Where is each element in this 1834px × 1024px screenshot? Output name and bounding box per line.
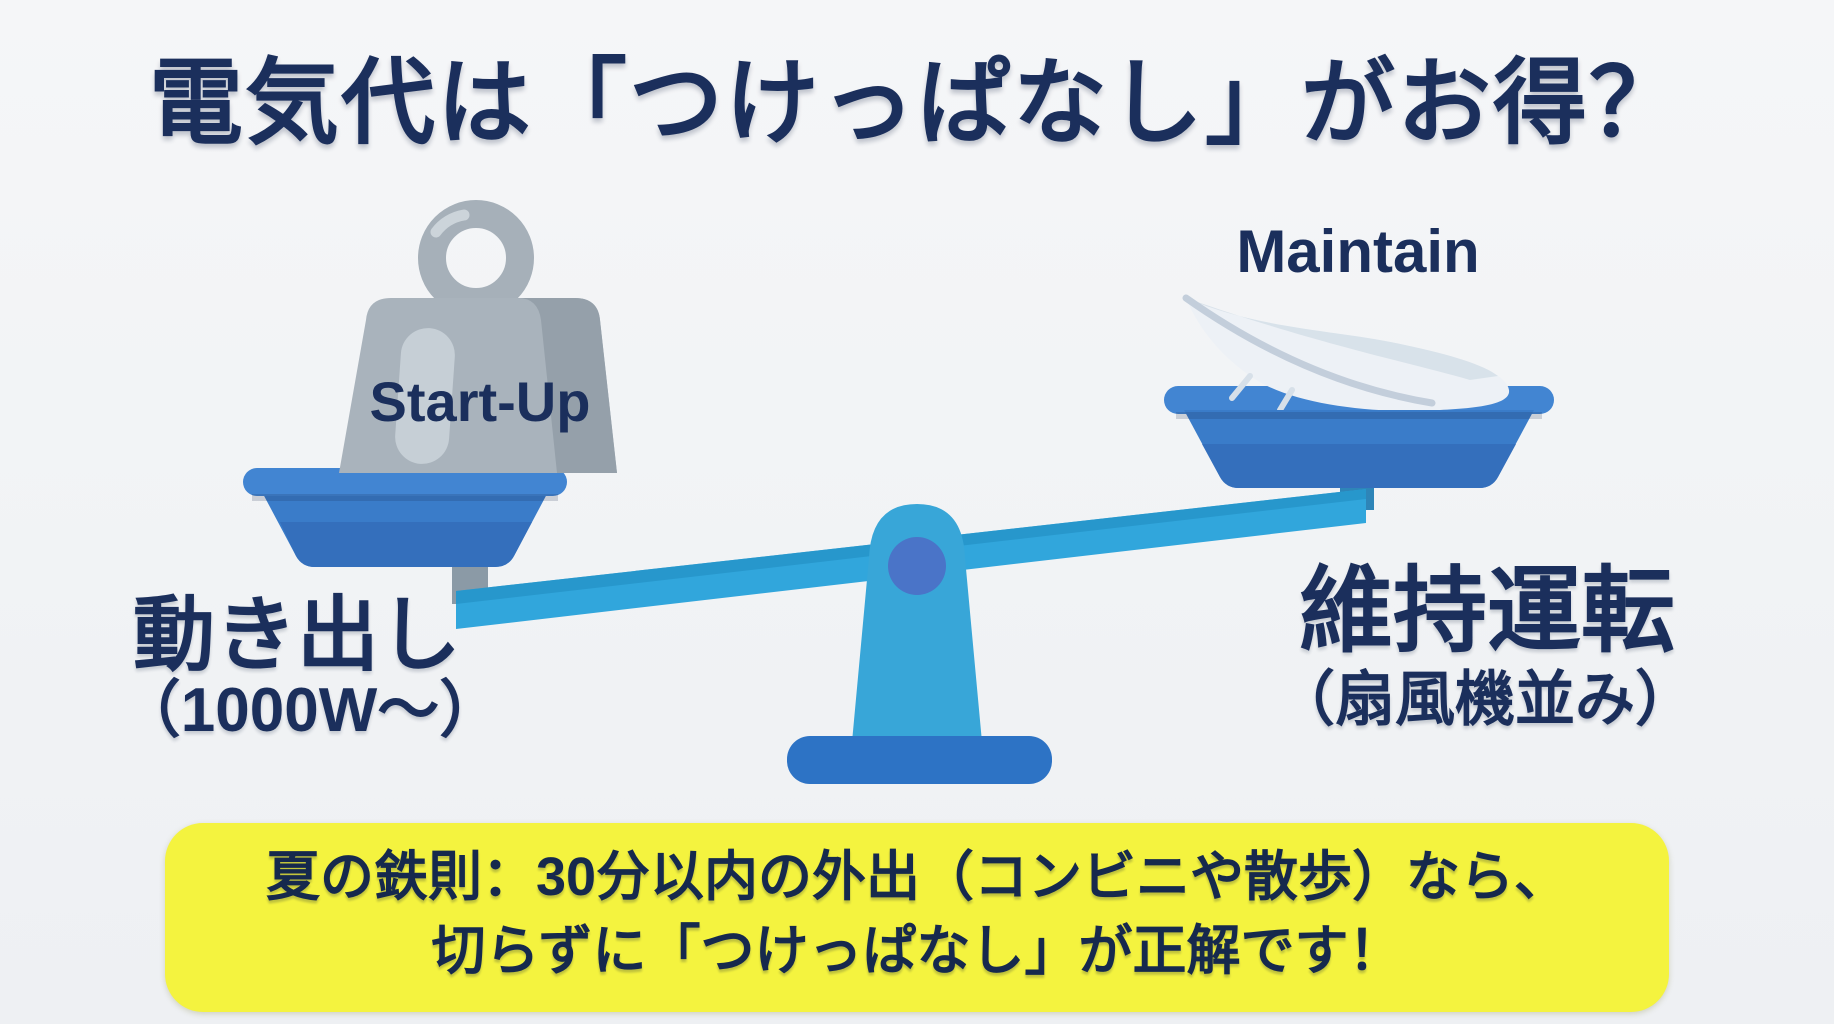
left-caption-line2: （1000W〜） [118,676,502,745]
fulcrum-base [787,736,1052,784]
banner-line1: 夏の鉄則：30分以内の外出（コンビニや散歩）なら、 [265,847,1569,907]
maintain-feather-label: Maintain [1236,218,1480,285]
left-caption-line1: 動き出し [132,590,461,681]
startup-weight-label: Start-Up [369,370,591,433]
summary-banner-text: 夏の鉄則：30分以内の外出（コンビニや散歩）なら、 切らずに「つけっぱなし」が正… [165,840,1669,988]
right-caption-line2: （扇風機並み） [1275,666,1695,733]
left-pan-icon [243,468,567,567]
feather-icon [1182,294,1510,413]
summary-banner: 夏の鉄則：30分以内の外出（コンビニや散歩）なら、 切らずに「つけっぱなし」が正… [165,823,1669,1012]
right-pan-icon [1164,294,1554,488]
pivot-dot [888,537,946,595]
weight-icon [339,200,617,473]
page-title: 電気代は「つけっぱなし」がお得？ [148,50,1685,155]
fulcrum-icon [787,504,1052,784]
banner-line2: 切らずに「つけっぱなし」が正解です！ [431,921,1403,981]
right-caption-line1: 維持運転 [1298,558,1675,663]
